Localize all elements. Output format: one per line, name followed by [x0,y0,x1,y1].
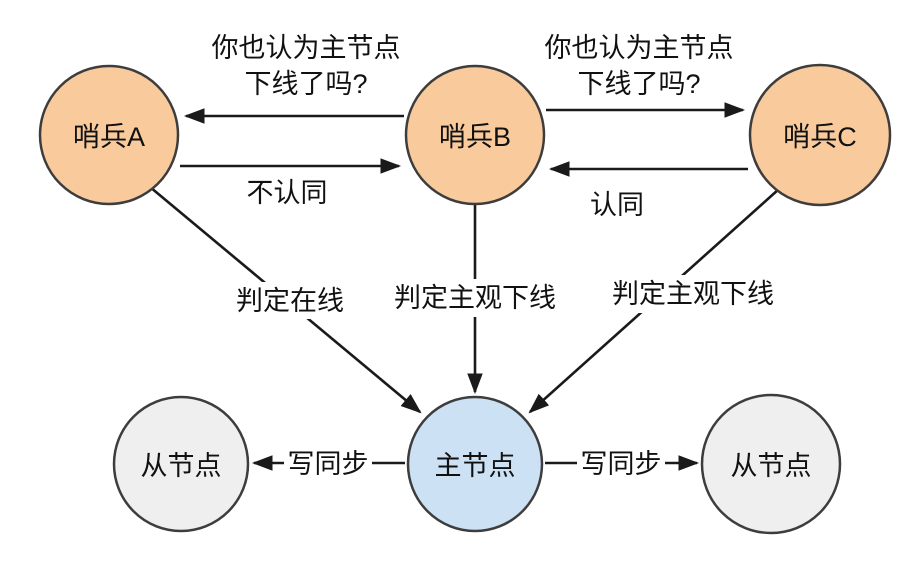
edge-label-c-to-master: 判定主观下线 [612,279,774,309]
node-label-slave-left: 从节点 [141,451,222,481]
node-label-sentinel-c: 哨兵C [783,122,857,152]
label-background-layer [229,275,781,480]
node-sentinel-a [38,64,180,206]
node-sentinel-b [404,64,546,206]
node-sentinel-c [748,63,892,207]
label-bg-judge-sdown-c [606,275,781,313]
node-layer [38,63,892,535]
edge-label-layer: 你也认为主节点 下线了吗? 不认同 你也认为主节点 下线了吗? 认同 判定在线 … [212,33,775,479]
label-bg-judge-online [229,282,351,319]
node-label-master: 主节点 [435,451,516,481]
edge-label-a-to-master: 判定在线 [236,286,344,316]
label-bg-write-sync-left [284,447,372,480]
edge-label-master-to-slave-right: 写同步 [581,449,662,479]
node-label-layer: 哨兵A 哨兵B 哨兵C 主节点 从节点 从节点 [73,122,857,481]
node-slave-left [112,395,250,533]
edge-label-master-to-slave-left: 写同步 [288,449,369,479]
edge-label-c-to-b: 认同 [590,190,644,220]
node-label-sentinel-b: 哨兵B [439,122,511,152]
edge-label-b-to-c-line2: 下线了吗? [577,69,700,99]
node-slave-right [700,393,842,535]
label-bg-judge-sdown-b [388,279,563,317]
node-label-slave-right: 从节点 [731,451,812,481]
node-master [406,395,544,533]
edge-label-b-to-a-line2: 下线了吗? [244,69,367,99]
edge-label-b-to-a-line1: 你也认为主节点 [212,33,401,63]
edge-label-a-to-b: 不认同 [247,178,328,208]
edge-label-b-to-master: 判定主观下线 [394,283,556,313]
edge-label-b-to-c-line1: 你也认为主节点 [545,33,734,63]
label-bg-write-sync-right [577,447,665,480]
node-label-sentinel-a: 哨兵A [73,122,145,152]
